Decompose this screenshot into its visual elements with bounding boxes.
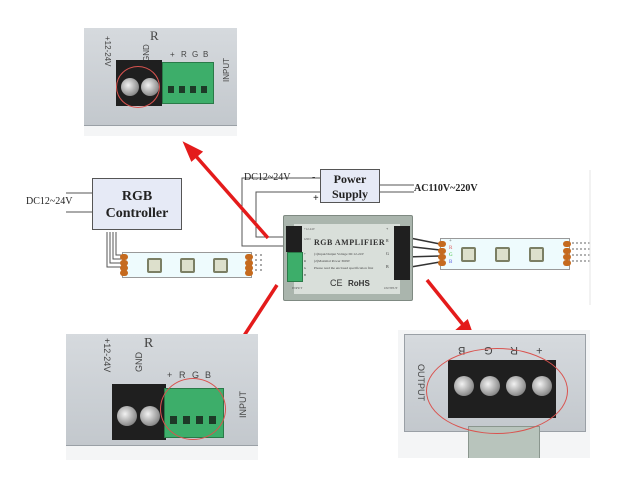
- strip-pad: [120, 254, 128, 260]
- strip-pin-r: R: [449, 246, 453, 251]
- power-title-line2: Supply: [331, 187, 369, 201]
- led-strip-right: + R G B: [438, 238, 571, 270]
- led-strip-left: [120, 252, 253, 278]
- rohs-mark: RoHS: [348, 279, 370, 288]
- led-chip: [495, 247, 510, 262]
- amp-spec-line-3: Please read the enclosed specification f…: [314, 266, 374, 270]
- led-chip: [529, 247, 544, 262]
- amp-power-terminal: [286, 226, 302, 252]
- strip-pad: [438, 248, 446, 254]
- arrow-to-top-left: [182, 141, 270, 240]
- label-input-r: R: [181, 50, 187, 59]
- photo-input-signal-terminals: +12-24V GND R + R G B INPUT: [66, 334, 258, 460]
- plus-sign: +: [313, 193, 319, 204]
- strip-pad: [563, 260, 571, 266]
- power-supply-box: Power Supply: [320, 169, 380, 203]
- strip-pin-b: B: [449, 260, 453, 265]
- strip-pad: [563, 241, 571, 247]
- photo-output-terminals: B G R + OUTPUT: [398, 330, 590, 458]
- amp-out-label-r: R: [386, 238, 389, 243]
- input-terminal-block: [162, 62, 214, 104]
- label-input-plus: +: [167, 370, 173, 380]
- side-letter: R: [150, 28, 159, 43]
- terminal-hole: [190, 86, 196, 93]
- amp-spec-line-1: (1)Input/Output Voltage DC12-24V: [314, 252, 365, 256]
- ac-input-label: AC110V~220V: [414, 183, 478, 194]
- label-input-b: B: [205, 370, 212, 380]
- controller-input-label: DC12~24V: [26, 196, 73, 207]
- amp-input-caption: INPUT: [292, 286, 303, 290]
- terminal-hole: [201, 86, 207, 93]
- photo-input-power-terminals: +12-24V GND R + R G B INPUT: [84, 28, 237, 136]
- controller-title-line1: RGB: [121, 189, 153, 204]
- amp-input-terminal: [287, 252, 303, 282]
- strip-pad: [120, 260, 128, 266]
- amplifier-face: [294, 224, 400, 294]
- rgb-controller-box: RGB Controller: [92, 178, 182, 230]
- arrow-to-bottom-right: [425, 278, 475, 340]
- amp-in-label-r: R: [304, 259, 307, 263]
- strip-pad: [120, 265, 128, 271]
- amp-output-terminal: [394, 226, 410, 280]
- label-gnd: GND: [134, 352, 144, 372]
- amp-out-label-g: G: [386, 251, 389, 256]
- amp-out-label-plus: +: [386, 226, 389, 231]
- amp-label-power-plus: +12-24V: [304, 227, 315, 231]
- strip-pad: [120, 270, 128, 276]
- strip-pad: [245, 265, 253, 271]
- label-input-b: B: [203, 50, 209, 59]
- terminal-hole: [179, 86, 185, 93]
- amp-spec-line-2: (2)Maximal Power 360W: [314, 259, 350, 263]
- label-input-plus: +: [170, 50, 175, 59]
- power-title-line1: Power: [333, 172, 367, 186]
- led-chip: [213, 258, 228, 273]
- label-input-g: G: [192, 50, 199, 59]
- label-input-g: G: [192, 370, 200, 380]
- strip-pad: [245, 270, 253, 276]
- highlight-circle: [160, 378, 226, 440]
- minus-sign: -: [312, 172, 316, 183]
- label-input-r: R: [179, 370, 186, 380]
- screw-icon: [117, 406, 137, 426]
- strip-pad: [438, 254, 446, 260]
- led-chip: [147, 258, 162, 273]
- strip-pad: [245, 260, 253, 266]
- led-chip: [461, 247, 476, 262]
- rgb-amplifier-device: RGB AMPLIFIER +12-24V GND (1)Input/Outpu…: [283, 215, 413, 301]
- amp-in-label-plus: +: [304, 252, 306, 256]
- amp-in-label-b: B: [304, 273, 307, 277]
- strip-pad: [438, 260, 446, 266]
- side-letter: R: [144, 336, 154, 351]
- strip-pad: [563, 254, 571, 260]
- terminal-hole: [168, 86, 174, 93]
- ce-mark: CE: [330, 278, 343, 288]
- amp-dc-label: DC12~24V: [244, 172, 291, 183]
- strip-pin-g: G: [449, 253, 453, 258]
- strip-pad: [245, 254, 253, 260]
- output-caption: OUTPUT: [416, 364, 426, 401]
- led-chip: [180, 258, 195, 273]
- amp-title: RGB AMPLIFIER: [314, 238, 386, 247]
- strip-pad: [563, 248, 571, 254]
- label-power-plus: +12-24V: [102, 338, 112, 373]
- amp-output-caption: OUTPUT: [384, 286, 398, 290]
- amp-in-label-g: G: [304, 266, 307, 270]
- highlight-circle: [116, 66, 160, 108]
- strip-pin-plus: +: [449, 239, 452, 244]
- controller-title-line2: Controller: [105, 206, 169, 221]
- strip-pad: [438, 241, 446, 247]
- highlight-circle: [426, 348, 568, 434]
- input-caption: INPUT: [238, 391, 248, 418]
- label-output-plus: +: [536, 344, 543, 356]
- amp-label-gnd: GND: [304, 237, 311, 241]
- amp-out-label-b: B: [386, 264, 389, 269]
- screw-icon: [140, 406, 160, 426]
